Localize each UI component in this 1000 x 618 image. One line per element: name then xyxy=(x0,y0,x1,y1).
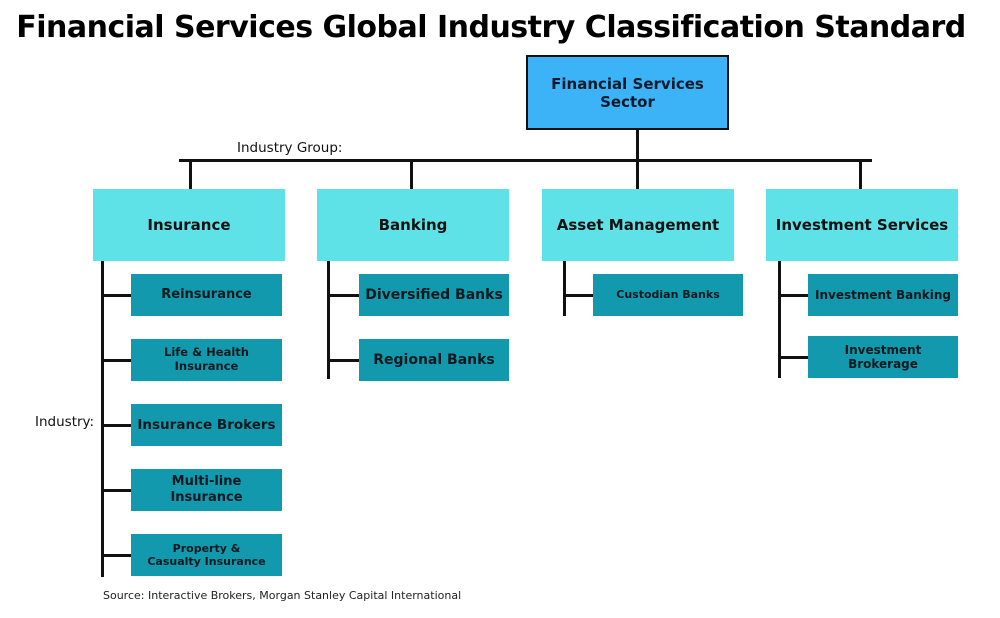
group-box-banking: Banking xyxy=(317,189,509,261)
industry-group-label: Industry Group: xyxy=(237,140,343,156)
banking-branch-2 xyxy=(327,359,359,362)
source-note: Source: Interactive Brokers, Morgan Stan… xyxy=(103,589,462,602)
industry-box-property-casualty-insurance: Property & Casualty Insurance xyxy=(131,534,282,576)
insurance-branch-1 xyxy=(101,294,131,297)
group-bus-line xyxy=(179,159,872,162)
group-drop-insurance xyxy=(189,160,192,189)
banking-branch-1 xyxy=(327,294,359,297)
industry-box-multi-line-insurance: Multi-line Insurance xyxy=(131,469,282,511)
industry-label: Industry: xyxy=(35,414,95,430)
group-box-insurance: Insurance xyxy=(93,189,285,261)
asset-management-trunk xyxy=(563,261,566,316)
sector-box: Financial Services Sector xyxy=(526,55,729,130)
industry-box-custodian-banks: Custodian Banks xyxy=(593,274,743,316)
industry-box-investment-brokerage: Investment Brokerage xyxy=(808,336,958,378)
group-box-investment-services: Investment Services xyxy=(766,189,958,261)
insurance-branch-5 xyxy=(101,554,131,557)
group-drop-asset-management xyxy=(636,160,639,189)
industry-box-investment-banking: Investment Banking xyxy=(808,274,958,316)
group-drop-investment-services xyxy=(859,160,862,189)
sector-connector xyxy=(636,130,639,161)
industry-box-reinsurance: Reinsurance xyxy=(131,274,282,316)
insurance-trunk xyxy=(101,261,104,577)
insurance-branch-3 xyxy=(101,424,131,427)
insurance-branch-2 xyxy=(101,359,131,362)
industry-box-diversified-banks: Diversified Banks xyxy=(359,274,509,316)
group-box-asset-management: Asset Management xyxy=(542,189,734,261)
insurance-branch-4 xyxy=(101,489,131,492)
investment-services-trunk xyxy=(778,261,781,378)
asset-management-branch-1 xyxy=(563,294,593,297)
industry-box-life-health-insurance: Life & Health Insurance xyxy=(131,339,282,381)
diagram-title: Financial Services Global Industry Class… xyxy=(16,10,966,45)
investment-services-branch-2 xyxy=(778,356,808,359)
group-drop-banking xyxy=(410,160,413,189)
industry-box-insurance-brokers: Insurance Brokers xyxy=(131,404,282,446)
industry-box-regional-banks: Regional Banks xyxy=(359,339,509,381)
banking-trunk xyxy=(327,261,330,379)
investment-services-branch-1 xyxy=(778,294,808,297)
